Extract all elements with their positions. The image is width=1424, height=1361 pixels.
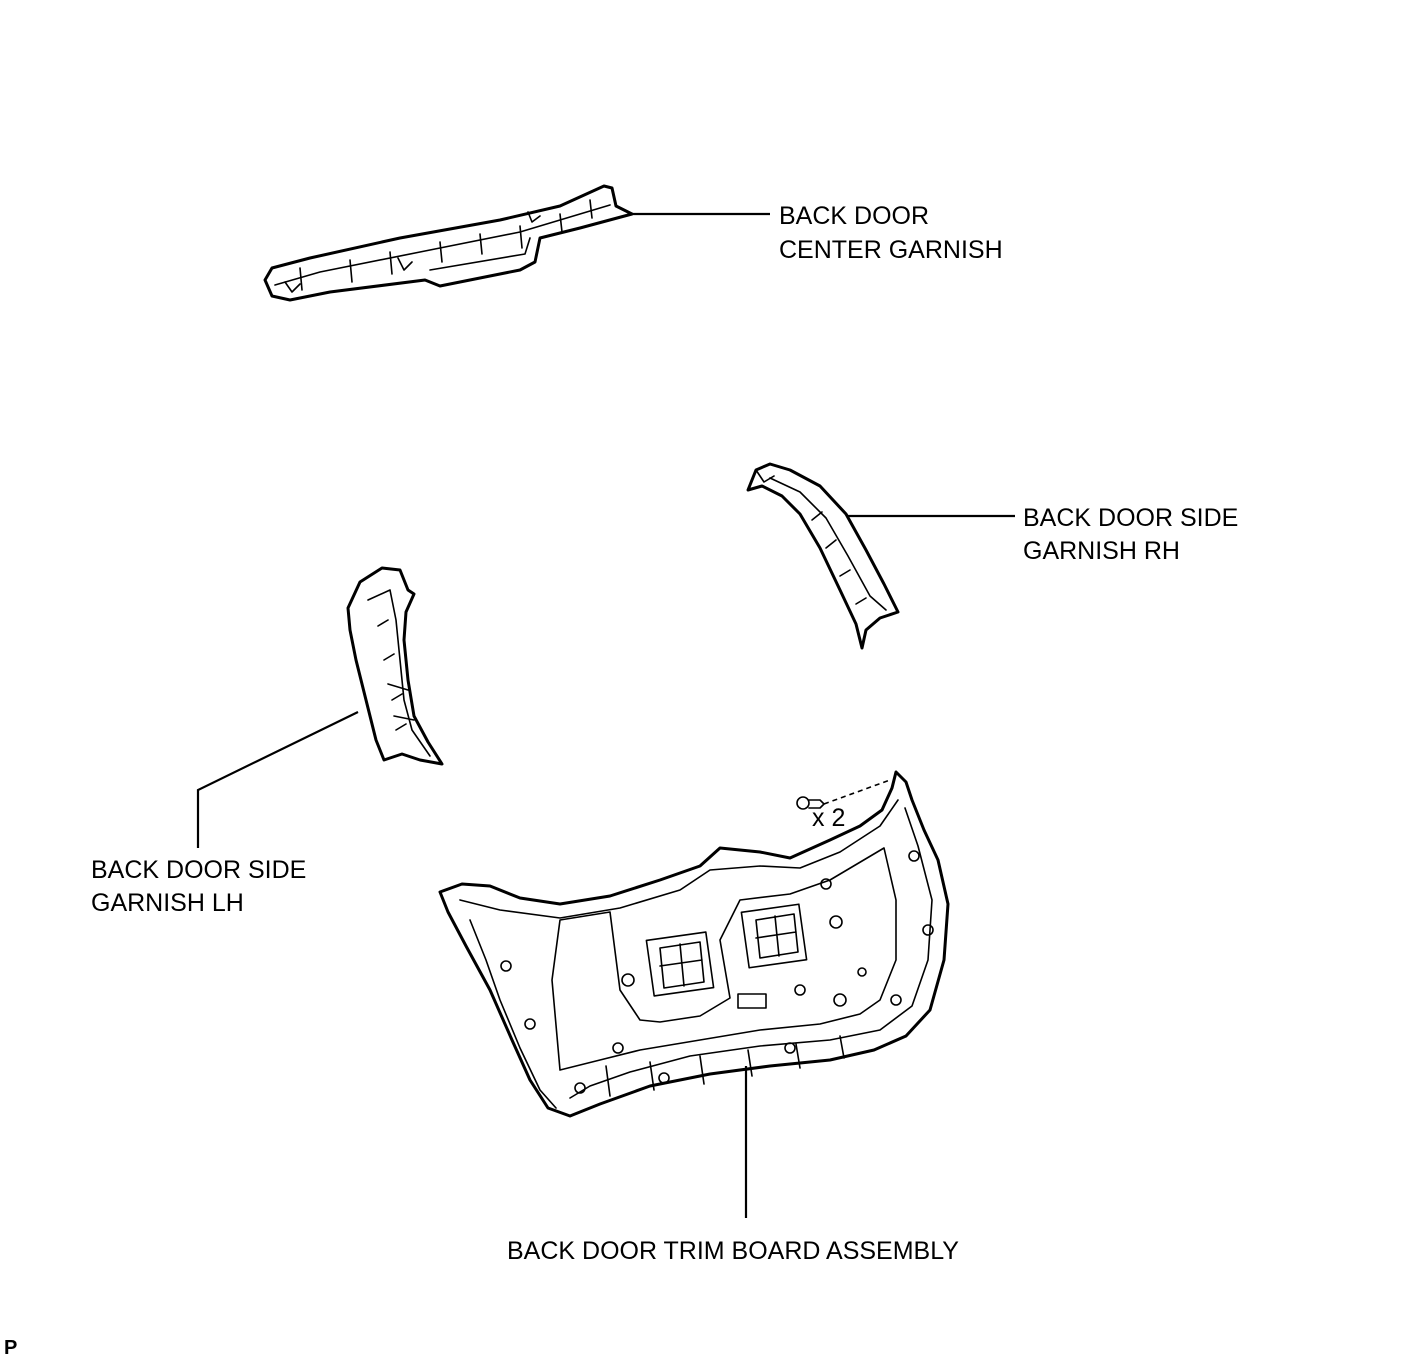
side-garnish-lh-leader [196, 711, 359, 848]
side-garnish-rh-label: BACK DOOR SIDE [1023, 504, 1238, 532]
trim-board-part [438, 770, 950, 1118]
side-garnish-lh-label-line2: GARNISH LH [91, 889, 244, 917]
side-garnish-lh-part [346, 566, 444, 766]
clip-quantity: x 2 [812, 804, 845, 832]
side-garnish-lh-label: BACK DOOR SIDE [91, 856, 306, 884]
center-garnish-label-line2: CENTER GARNISH [779, 236, 1003, 264]
corner-code: P [4, 1337, 17, 1359]
side-garnish-rh-label-line2: GARNISH RH [1023, 537, 1180, 565]
center-garnish-label: BACK DOOR [779, 202, 929, 230]
trim-board-label: BACK DOOR TRIM BOARD ASSEMBLY [507, 1237, 959, 1265]
clip-dashed-line [823, 779, 891, 805]
side-garnish-rh-part [746, 462, 900, 650]
center-garnish-part [263, 184, 634, 302]
